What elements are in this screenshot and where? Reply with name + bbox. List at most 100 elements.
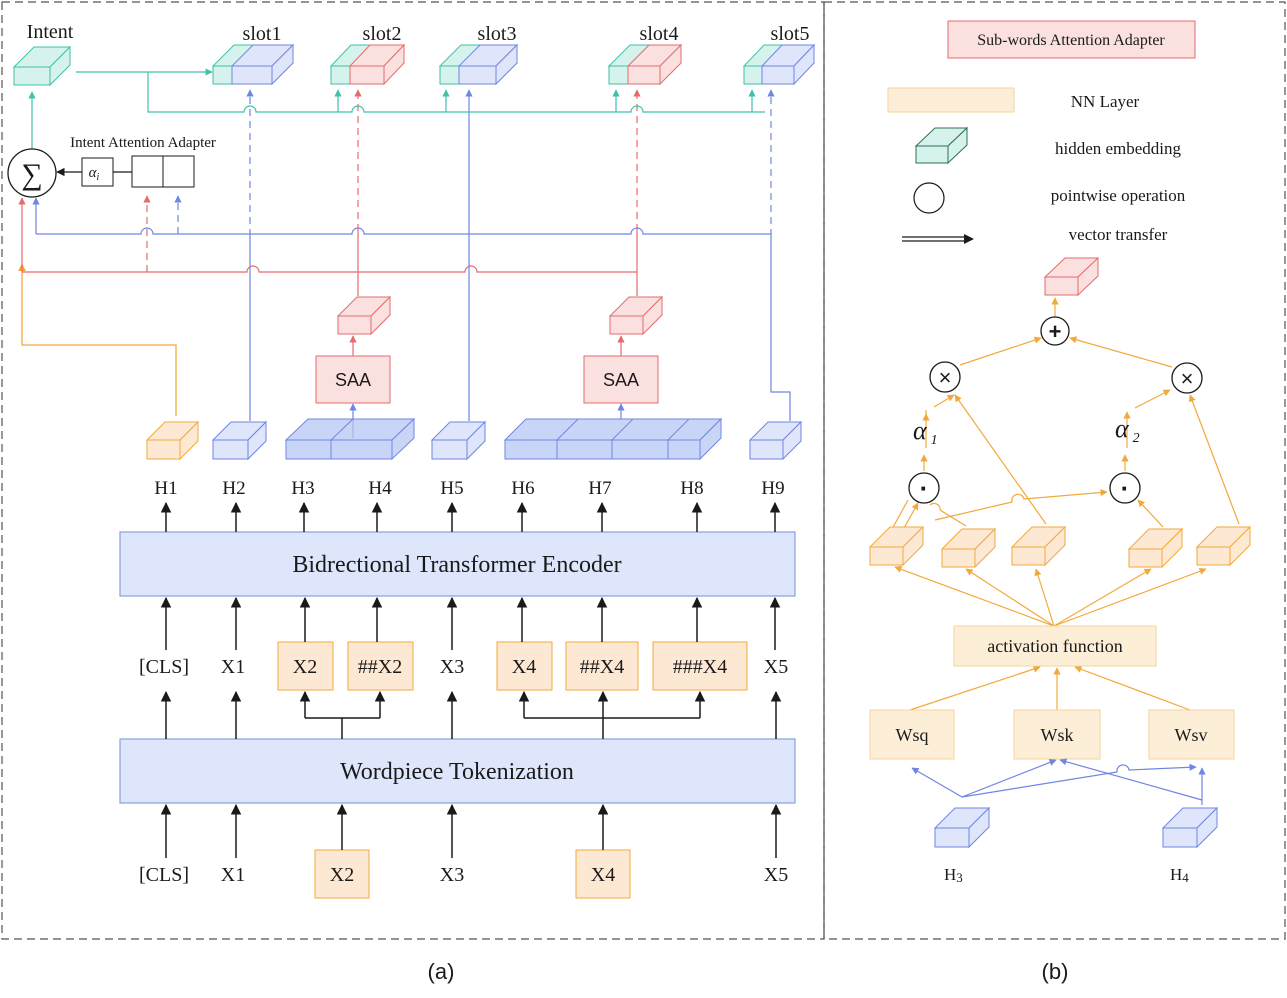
- legend-hidden-embedding-label: hidden embedding: [1055, 139, 1182, 158]
- h4-letter: H: [1170, 865, 1182, 884]
- dot-symbol-2: ·: [1121, 473, 1130, 503]
- legend-saa-swatch: [947, 20, 1196, 59]
- hidden-embedding-h2: [211, 420, 268, 461]
- input-token-box-x2: [314, 849, 370, 899]
- dot-operator-icon-2: [1109, 472, 1141, 504]
- activation-function-box: [953, 625, 1157, 667]
- saa-label-2: SAA: [603, 370, 639, 390]
- hidden-embedding-h3-h4: [284, 417, 416, 461]
- qkv-embedding-1: [868, 525, 925, 567]
- legend-vector-transfer-icon: [902, 234, 974, 244]
- h3-subscript: 3: [956, 870, 963, 885]
- times-symbol-2: ×: [1181, 366, 1194, 391]
- subword-token-x3: X3: [440, 656, 464, 678]
- h4-label: H4: [1170, 865, 1189, 885]
- legend-nn-swatch: [887, 87, 1015, 113]
- hidden-embedding-h5: [430, 420, 487, 461]
- alpha1-symbol: α: [913, 416, 928, 445]
- saa-output-embedding-2: [608, 295, 664, 336]
- wordpiece-tokenization-label: Wordpiece Tokenization: [340, 759, 574, 785]
- encoder-output-arrows: [160, 501, 781, 532]
- input-token-x3: X3: [440, 864, 464, 886]
- slot1-embedding: [211, 43, 295, 86]
- subword-token-hh-x2: ##X2: [358, 656, 402, 678]
- legend-hidden-embedding-icon: [914, 126, 969, 165]
- subword-token-hh-x4: ##X4: [580, 656, 624, 678]
- saa-box-1: [315, 355, 391, 404]
- slot3-embedding: [438, 43, 519, 86]
- input-token-box-x4: [575, 849, 631, 899]
- hidden-label-h5: H5: [440, 478, 463, 499]
- slot1-label: slot1: [243, 23, 282, 45]
- legend-nn-label: NN Layer: [1071, 92, 1140, 111]
- encoder-label: Bidrectional Transformer Encoder: [292, 552, 621, 578]
- input-token-x5: X5: [764, 864, 788, 886]
- saa-label-1: SAA: [335, 370, 371, 390]
- legend-pointwise-label: pointwise operation: [1051, 186, 1186, 205]
- panel-b-border: [823, 1, 1286, 940]
- h3-embedding: [933, 806, 991, 849]
- hidden-label-h4: H4: [368, 478, 392, 499]
- qkv-embedding-5: [1195, 525, 1252, 567]
- sum-symbol: ∑: [21, 158, 42, 191]
- input-token-x2: X2: [330, 864, 354, 886]
- subword-token-x2: X2: [293, 656, 317, 678]
- plus-symbol: +: [1049, 319, 1062, 344]
- weight-label-wsq: Wsq: [896, 725, 929, 745]
- encoder-box: [119, 531, 796, 597]
- input-token-x4: X4: [591, 864, 615, 886]
- h4-embedding: [1161, 806, 1219, 849]
- caption-b: (b): [1042, 959, 1069, 984]
- caption-a: (a): [428, 959, 455, 984]
- wordpiece-tokenization-box: [119, 738, 796, 804]
- teal-intent-lines: [28, 68, 765, 153]
- hidden-embeddings: [145, 417, 803, 461]
- alpha-i-label: αi: [89, 165, 100, 183]
- hidden-label-h2: H2: [222, 478, 245, 499]
- weight-box-wsv: [1148, 709, 1235, 760]
- hidden-label-h9: H9: [761, 478, 784, 499]
- attention-cell-2: [162, 155, 195, 188]
- hidden-label-h7: H7: [588, 478, 611, 499]
- alpha2-subscript: 2: [1133, 431, 1140, 446]
- hidden-label-h8: H8: [680, 478, 703, 499]
- red-slot-lines: [18, 89, 641, 296]
- times-operator-icon-1: [929, 361, 961, 393]
- panel-a: Wordpiece Tokenization Bidrectional Tran…: [7, 21, 816, 899]
- tokenization-arrows: [160, 690, 782, 739]
- slot2-label: slot2: [363, 23, 402, 45]
- input-token-x1: X1: [221, 864, 245, 886]
- h1-to-sum-line: [18, 263, 177, 416]
- qkv-embedding-4: [1127, 527, 1184, 569]
- plus-operator-icon: [1040, 316, 1070, 346]
- qkv-embedding-3: [1010, 525, 1067, 567]
- subword-box-hh-x4: [565, 641, 639, 691]
- intent-adapter-label: Intent Attention Adapter: [70, 135, 216, 151]
- hidden-labels: H1 H2 H3 H4 H5 H6 H7 H8 H9: [154, 478, 784, 499]
- saa-internal-lines: [891, 297, 1240, 711]
- h4-subscript: 4: [1182, 870, 1189, 885]
- subword-box-x4: [496, 641, 553, 691]
- saa-output-embedding-1: [336, 295, 392, 336]
- subword-token-x1: X1: [221, 656, 245, 678]
- intent-label: Intent: [27, 21, 74, 43]
- activation-function-label: activation function: [987, 636, 1122, 656]
- subword-token-cls: [CLS]: [139, 656, 189, 678]
- times-operator-icon-2: [1171, 362, 1203, 394]
- input-arrows: [160, 803, 782, 858]
- qkv-embedding-2: [940, 527, 997, 569]
- hidden-embedding-h6-h8: [503, 417, 723, 461]
- slot4-label: slot4: [640, 23, 679, 45]
- weight-label-wsv: Wsv: [1175, 725, 1208, 745]
- attention-cell-1: [131, 155, 164, 188]
- alpha1-subscript: 1: [931, 433, 938, 448]
- qkv-embeddings: [868, 525, 1252, 569]
- saa-box-2: [583, 355, 659, 404]
- subword-token-x5: X5: [764, 656, 788, 678]
- alpha2-symbol: α: [1115, 414, 1130, 443]
- encoder-input-arrows: [160, 596, 781, 650]
- intent-embedding: [12, 45, 72, 87]
- legend-vector-transfer-label: vector transfer: [1069, 225, 1168, 244]
